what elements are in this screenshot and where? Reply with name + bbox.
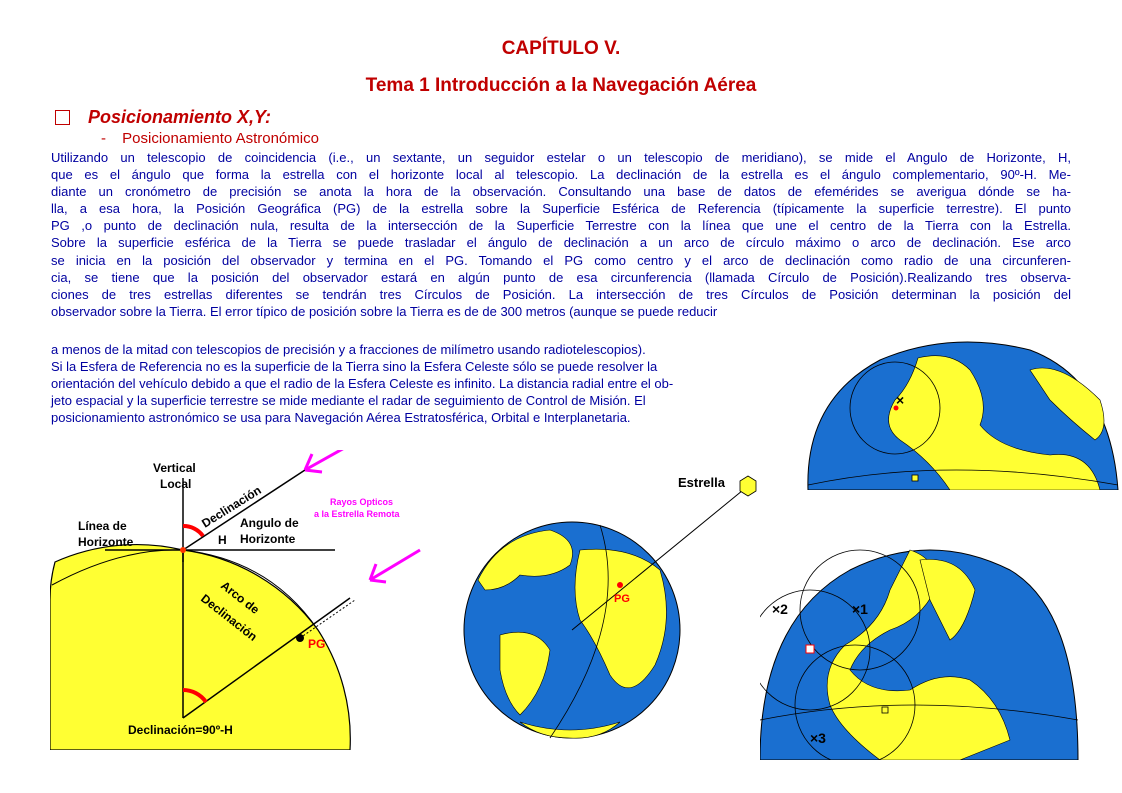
paragraph-line: se inicia en la posición del observador … [51, 252, 1071, 268]
paragraph-line: observador sobre la Tierra. El error típ… [51, 303, 718, 319]
intersection-marker [805, 644, 815, 654]
center-angle-mark [182, 687, 208, 704]
star-mark-1: ×1 [852, 601, 868, 617]
magenta-arrow-lower-head [368, 563, 387, 584]
pg-point [296, 634, 304, 642]
star-mark-2: ×2 [772, 601, 788, 617]
declination-formula-label: Declinación=90º-H [128, 723, 233, 737]
hemisphere-land-right [919, 559, 976, 641]
pg-point [893, 405, 899, 411]
earth-center-pg-line [182, 597, 351, 719]
three-circles-diagram: ×1 ×2 ×3 [760, 549, 1079, 760]
paragraph-line: cia, se tiene que la posición del observ… [51, 269, 1071, 285]
body-paragraph-2: a menos de la mitad con telescopios de p… [51, 341, 811, 426]
star-sight-line [182, 469, 306, 551]
paragraph-line: diante un cronómetro de precisión se ano… [51, 184, 1071, 200]
section-heading-text: Posicionamiento X,Y: [88, 107, 272, 127]
horizon-angle-label-1: Angulo de [240, 516, 299, 530]
earth-hemisphere [50, 543, 351, 750]
paragraph-line: Sobre la superficie esférica de la Tierr… [51, 235, 1071, 251]
position-circle [849, 361, 941, 455]
h-label: H [218, 533, 227, 547]
vertical-local-label-1: Vertical [153, 461, 196, 475]
position-circle-diagram: × [807, 341, 1119, 490]
magenta-arrow-upper [304, 450, 344, 472]
globe-meridian [549, 524, 609, 739]
star-mark-3: ×3 [810, 730, 826, 746]
declination-angle-mark [182, 523, 205, 538]
horizon-angle-label-2: Horizonte [240, 532, 296, 546]
globe-land-south-america [499, 631, 551, 716]
section-heading: Posicionamiento X,Y: [55, 107, 271, 128]
pg-point [617, 582, 623, 588]
declination-diagram: Vertical Local Línea de Horizonte Declin… [50, 450, 421, 750]
observer-point [180, 547, 186, 553]
paragraph-line: ciones de tres estrellas diferentes se t… [51, 286, 1071, 302]
horizon-line-label-1: Línea de [78, 519, 127, 533]
globe-star-diagram: Estrella PG [463, 475, 757, 739]
hemisphere-land [826, 549, 1011, 760]
magenta-arrow-lower [369, 548, 421, 582]
globe-land-north [477, 529, 573, 591]
paragraph-line: posicionamiento astronómico se usa para … [51, 410, 631, 426]
position-circle-2 [760, 589, 871, 711]
magenta-arrow-upper-head [303, 453, 323, 474]
paragraph-line: que es el ángulo que forma la estrella c… [51, 167, 1071, 183]
horizon-line-label-2: Horizonte [78, 535, 134, 549]
subsection-dash: - [101, 130, 106, 147]
paragraph-line: Utilizando un telescopio de coincidencia… [51, 150, 1071, 165]
topic-title: Tema 1 Introducción a la Navegación Aére… [365, 75, 757, 96]
paragraph-line: lla, a esa hora, la Posición Geográfica … [51, 201, 1071, 217]
subsection-heading: - Posicionamiento Astronómico [101, 130, 319, 147]
marker-square [911, 474, 919, 482]
star-icon [739, 475, 757, 497]
hemisphere-land-right [1029, 367, 1105, 441]
rays-label-1: Rayos Opticos [330, 497, 393, 507]
paragraph-line: jeto espacial y la superficie terrestre … [51, 393, 646, 409]
body-paragraph-1: Utilizando un telescopio de coincidencia… [51, 149, 1071, 320]
observer-mark: × [896, 392, 904, 408]
paragraph-line: a menos de la mitad con telescopios de p… [51, 342, 646, 357]
vertical-local-label-2: Local [160, 477, 191, 491]
marker-square [881, 706, 889, 714]
subsection-heading-text: Posicionamiento Astronómico [122, 130, 319, 147]
pg-label: PG [308, 637, 325, 651]
star-label: Estrella [678, 475, 726, 490]
hemisphere-land [888, 355, 1101, 490]
square-bullet-icon [55, 110, 70, 125]
chapter-title: CAPÍTULO V. [501, 38, 621, 59]
paragraph-line: PG ,o punto de declinación nula, resulta… [51, 218, 1071, 234]
pg-label: PG [614, 593, 630, 605]
latitude-line [807, 469, 1119, 486]
globe-land-africa [574, 548, 667, 689]
latitude-line [760, 704, 1079, 721]
pg-ray-line [299, 599, 356, 639]
earth-star-line [571, 485, 749, 631]
paragraph-line: Si la Esfera de Referencia no es la supe… [51, 359, 658, 375]
globe-land-antarctic [519, 721, 621, 739]
paragraph-line: orientación del vehículo debido a que el… [51, 376, 674, 392]
rays-label-2: a la Estrella Remota [314, 509, 401, 519]
position-circle-1 [799, 549, 921, 671]
